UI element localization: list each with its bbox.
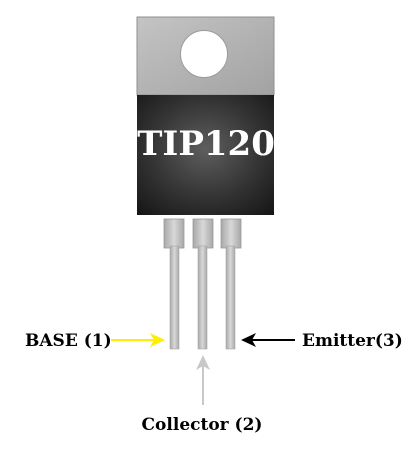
metal-tab (136, 16, 275, 96)
collector-lead (197, 245, 208, 350)
emitter-arrow (241, 333, 295, 347)
base-pin-label: BASE (1) (25, 331, 112, 351)
collector-arrow (196, 355, 210, 405)
transistor-body (137, 95, 274, 215)
base-lead (169, 245, 180, 350)
emitter-pin-label: Emitter(3) (302, 331, 403, 351)
base-arrow (111, 333, 165, 347)
collector-pin-label: Collector (2) (142, 415, 263, 435)
part-number-label: TIP120 (137, 124, 275, 164)
lead-shoulders (163, 218, 242, 249)
mounting-hole (180, 30, 228, 78)
emitter-lead (225, 245, 236, 350)
